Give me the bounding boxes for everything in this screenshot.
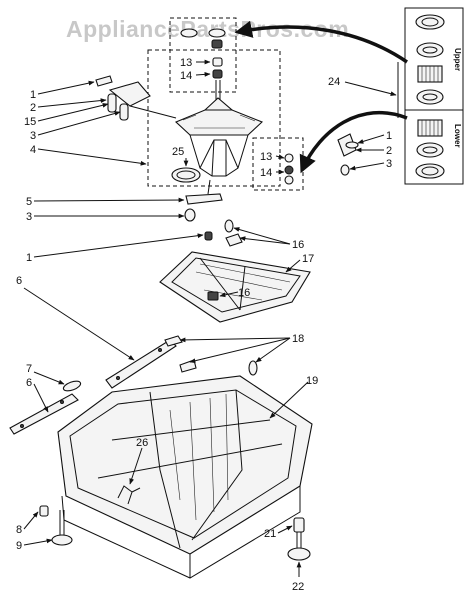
lower-label: Lower xyxy=(453,124,462,148)
lower-bearing-box xyxy=(404,109,464,185)
part-16-clip xyxy=(225,233,243,247)
callout-13-top: 13 xyxy=(180,57,192,69)
callout-labels: 1 2 15 3 4 25 13 14 13 14 24 1 2 3 5 3 1… xyxy=(16,57,392,593)
seal-ring-part xyxy=(171,167,201,183)
upper-bearing-parts xyxy=(415,14,445,105)
callout-8: 8 xyxy=(16,524,22,536)
callout-13-side: 13 xyxy=(260,151,272,163)
side-hardware-box xyxy=(252,137,304,191)
right-bracket-parts xyxy=(337,133,359,176)
left-bracket-parts xyxy=(95,75,177,121)
callout-15: 15 xyxy=(24,116,36,128)
mid-small-parts xyxy=(184,179,223,241)
callout-3-right: 3 xyxy=(386,158,392,170)
clip-26 xyxy=(117,485,141,505)
cross-brace-lower xyxy=(9,393,79,435)
callout-14-side: 14 xyxy=(260,167,272,179)
callout-5: 5 xyxy=(26,196,32,208)
callout-26: 26 xyxy=(136,437,148,449)
callout-21: 21 xyxy=(264,528,276,540)
leveling-foot-right xyxy=(287,517,311,561)
lower-bearing-arrow xyxy=(299,110,408,174)
callout-22: 22 xyxy=(292,581,304,593)
slide-pad-7 xyxy=(62,380,82,392)
callout-19: 19 xyxy=(306,375,318,387)
callout-18: 18 xyxy=(292,333,304,345)
leveling-foot-left xyxy=(39,505,73,546)
gear-assembly-box xyxy=(147,49,281,187)
callout-1-mid: 1 xyxy=(26,252,32,264)
callout-1: 1 xyxy=(30,89,36,101)
base-frame xyxy=(57,375,313,579)
drive-spider-assembly xyxy=(174,80,264,177)
snubber-parts-18 xyxy=(164,335,258,376)
callout-17: 17 xyxy=(302,253,314,265)
top-nut-group xyxy=(180,28,226,79)
callout-2-right: 2 xyxy=(386,145,392,157)
side-hardware-parts xyxy=(284,153,294,185)
callout-14-top: 14 xyxy=(180,70,192,82)
brake-tray-part xyxy=(159,251,311,323)
callout-3: 3 xyxy=(30,130,36,142)
callout-1-right: 1 xyxy=(386,130,392,142)
part-16-top xyxy=(224,219,234,233)
callout-24: 24 xyxy=(328,76,340,88)
callout-7: 7 xyxy=(26,363,32,375)
callout-2: 2 xyxy=(30,102,36,114)
leader-lines xyxy=(23,59,397,577)
callout-6-upper: 6 xyxy=(16,275,22,287)
callout-9: 9 xyxy=(16,540,22,552)
callout-4: 4 xyxy=(30,144,36,156)
upper-bearing-arrow xyxy=(234,20,408,64)
callout-3-mid: 3 xyxy=(26,211,32,223)
lower-bearing-parts xyxy=(415,119,445,179)
callout-16: 16 xyxy=(292,239,304,251)
upper-label: Upper xyxy=(453,48,462,71)
callout-25: 25 xyxy=(172,146,184,158)
callout-6-lower: 6 xyxy=(26,377,32,389)
callout-16-tray: 16 xyxy=(238,287,250,299)
cross-brace-upper xyxy=(105,339,177,389)
